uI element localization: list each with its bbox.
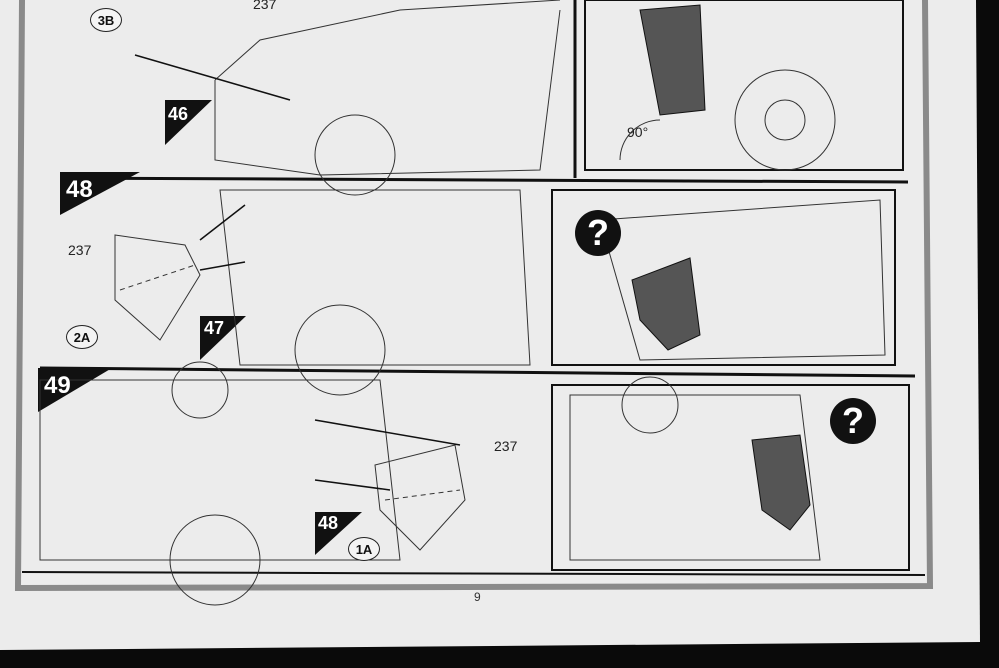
step-number-48: 48 [66,176,93,203]
step-ref-48: 48 [318,513,339,533]
help-icon: ? [575,210,621,256]
step-ref-47: 47 [204,318,225,338]
part-callout-3b: 3B [90,8,122,32]
step-number-49: 49 [44,372,71,399]
part-number-label: 237 [253,0,277,12]
part-number-label: 237 [494,438,518,454]
step-ref-46: 46 [168,104,189,124]
part-number-label: 237 [68,242,92,258]
part-callout-2a: 2A [66,325,98,349]
part-callout-1a: 1A [348,537,380,561]
help-icon: ? [830,398,876,444]
angle-label: 90° [627,124,649,140]
page-number: 9 [474,590,481,604]
